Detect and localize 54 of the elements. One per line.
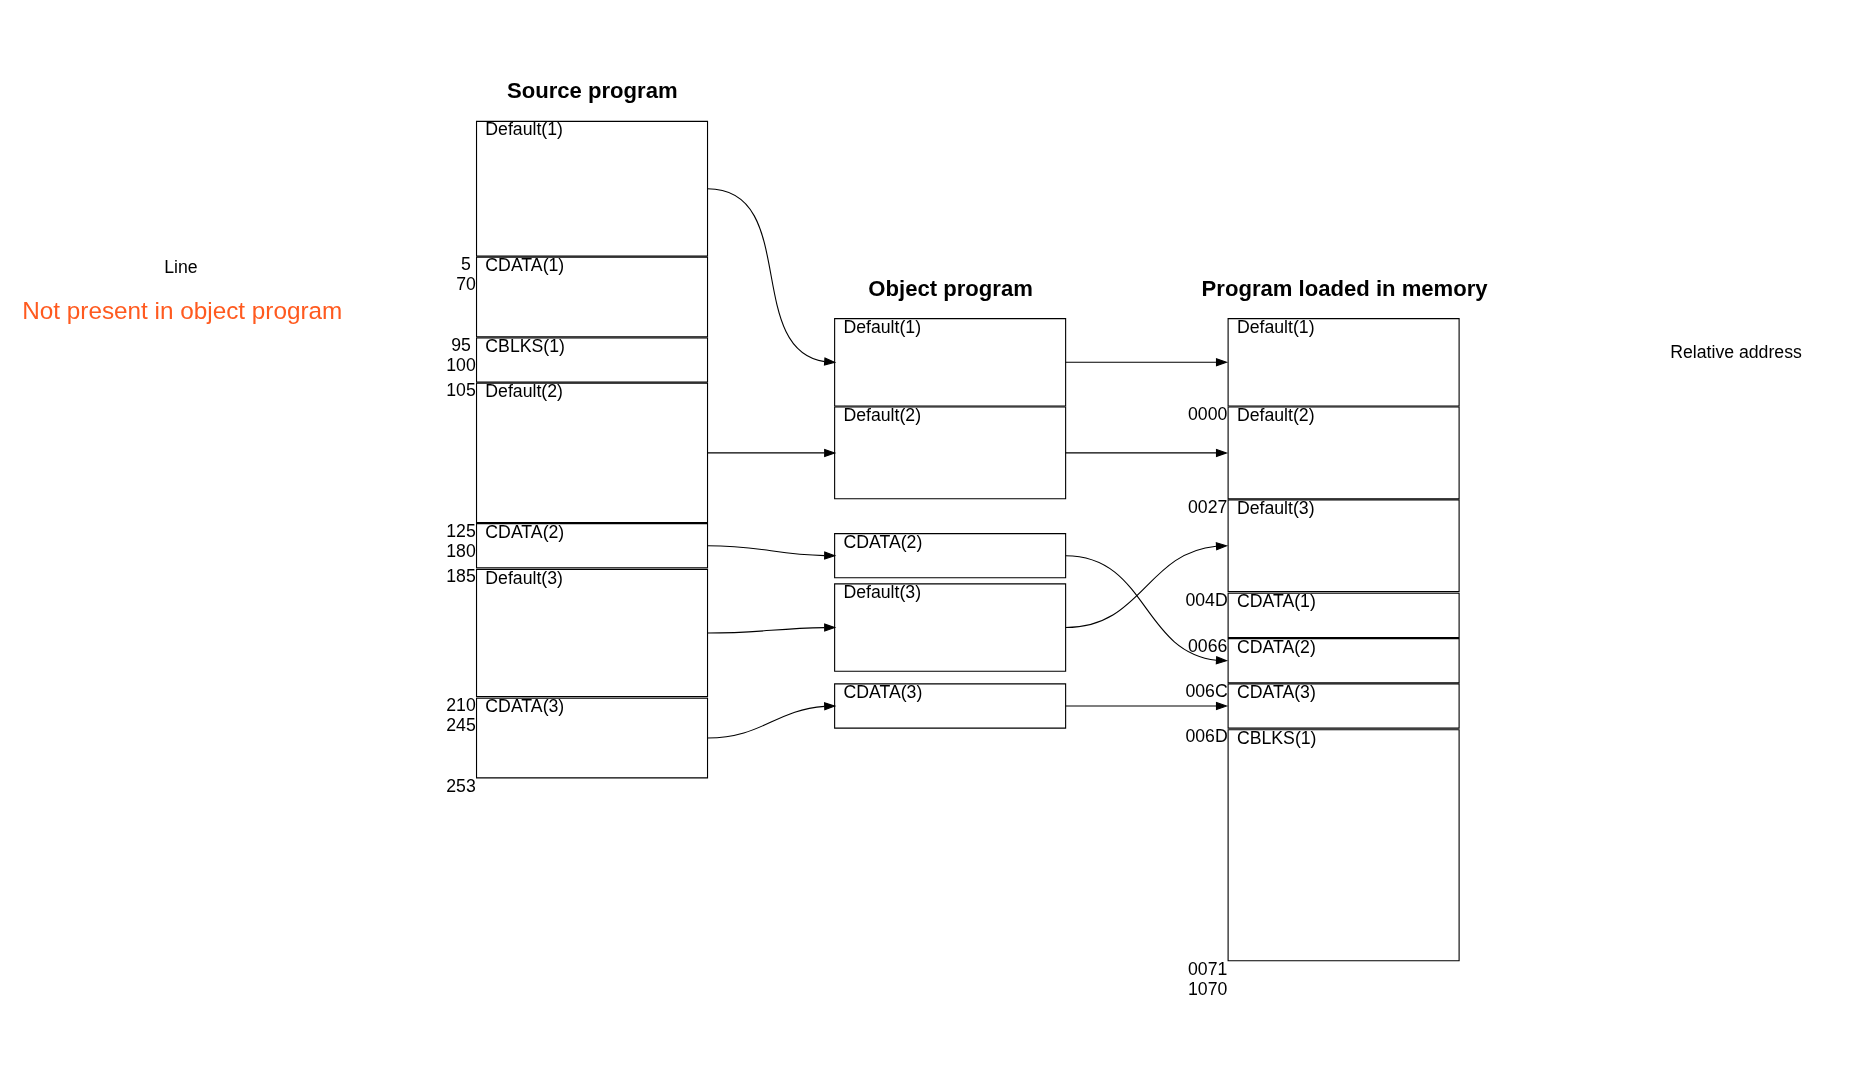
node-box: CDATA(2) (833, 532, 1066, 578)
label: Not present in object program (21, 296, 342, 324)
node-label: 210 (445, 694, 476, 715)
node-box: Default(2) (1227, 406, 1460, 499)
arrow (1064, 701, 1228, 710)
node-box: Default(3) (475, 568, 708, 697)
arrow (706, 701, 836, 739)
node-box: CDATA(2) (1227, 637, 1460, 683)
arrow (1064, 357, 1228, 367)
node-box: CDATA(1) (1227, 592, 1460, 638)
arrow (706, 187, 836, 366)
label: Relative address (1669, 341, 1802, 362)
label: Line (163, 256, 198, 277)
node-box: Default(3) (1227, 498, 1460, 592)
arrow (706, 622, 836, 634)
node-box: CDATA(1) (475, 256, 708, 337)
node-label: 105 (445, 379, 476, 400)
node-box: Default(3) (833, 582, 1066, 672)
node-label: 0000 (1187, 403, 1227, 424)
node-label: 004D (1184, 589, 1228, 610)
node-label: 95 (450, 334, 471, 355)
node-label: 1070 (1187, 978, 1227, 999)
node-box: CDATA(3) (833, 682, 1066, 729)
node-box: CBLKS(1) (475, 336, 708, 383)
node-label: 70 (455, 273, 476, 294)
node-label: 245 (445, 714, 476, 735)
node-label: 180 (445, 540, 476, 561)
label: Source program (506, 77, 678, 103)
node-label: 006D (1184, 725, 1228, 746)
node-box: CBLKS(1) (1227, 728, 1460, 961)
arrow (1064, 448, 1228, 457)
node-box: Default(2) (475, 382, 708, 523)
node-label: 253 (445, 775, 476, 796)
node-box: CDATA(3) (475, 697, 708, 778)
node-label: 0066 (1187, 635, 1227, 656)
arrow (706, 448, 836, 457)
node-label: 5 (460, 253, 471, 274)
node-label: 185 (445, 565, 476, 586)
node-label: 006C (1184, 680, 1228, 701)
node-label: 0071 (1187, 958, 1227, 979)
node-box: CDATA(3) (1227, 682, 1460, 729)
node-box: Default(2) (833, 406, 1066, 499)
node-label: 125 (445, 520, 476, 541)
node-box: CDATA(2) (475, 522, 708, 568)
node-box: Default(1) (1227, 317, 1460, 406)
label: Program loaded in memory (1201, 275, 1488, 301)
label: Object program (867, 275, 1033, 301)
arrow (706, 544, 836, 560)
node-label: 0027 (1187, 496, 1227, 517)
arrow (1064, 541, 1228, 628)
arrow (1064, 554, 1228, 664)
node-box: Default(1) (833, 317, 1066, 406)
node-box: Default(1) (475, 120, 708, 257)
node-label: 100 (445, 354, 476, 375)
